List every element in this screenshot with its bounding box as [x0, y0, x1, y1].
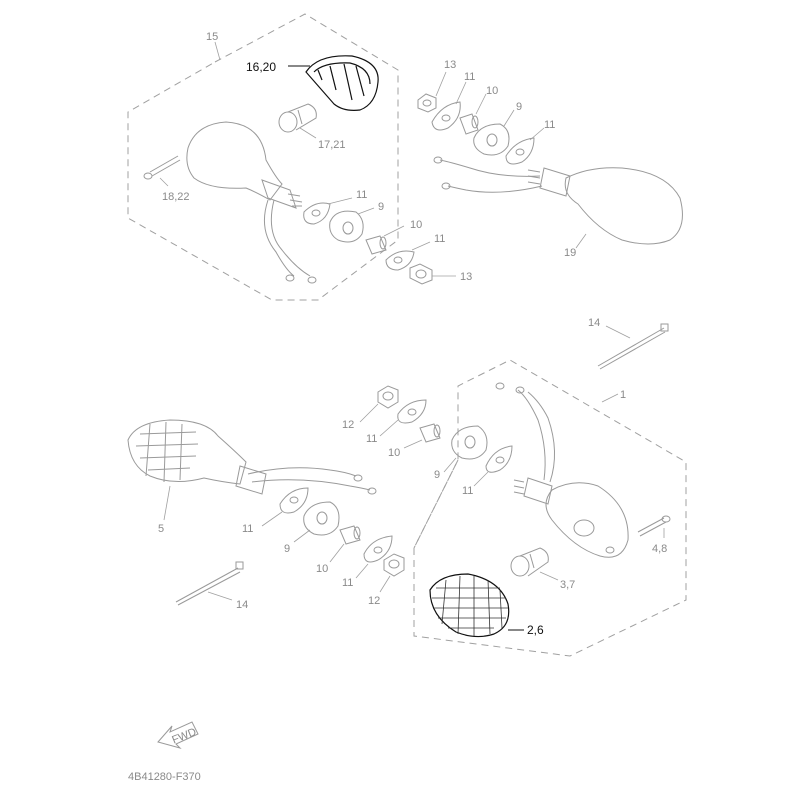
label-12-b: 12 [368, 595, 380, 607]
label-14-bottom: 14 [236, 599, 248, 611]
label-2-6: 2,6 [527, 623, 544, 637]
nut-13-top [417, 93, 437, 113]
label-9-mid: 9 [378, 201, 384, 213]
collar-10-top [459, 113, 479, 135]
label-11-top-b: 11 [544, 119, 555, 131]
label-10-top: 10 [486, 85, 498, 97]
fwd-text: FWD [170, 726, 198, 747]
washer-11-low-a [397, 399, 427, 424]
turn-signal-housing-top-left [186, 121, 317, 284]
washer-11-low-c [279, 487, 309, 514]
label-19: 19 [564, 247, 576, 259]
grommet-9-low-a [451, 425, 488, 460]
label-11-low-d: 11 [342, 577, 353, 589]
collar-10-low-b [339, 525, 361, 545]
washer-11-low-b [485, 445, 513, 473]
label-4-8: 4,8 [652, 543, 667, 555]
label-11-low-b: 11 [462, 485, 473, 497]
label-12-a: 12 [342, 419, 354, 431]
collar-10-mid [365, 235, 387, 255]
turn-signal-5 [127, 419, 377, 495]
bulb-3-7 [510, 547, 549, 577]
label-5: 5 [158, 523, 164, 535]
label-13-top: 13 [444, 59, 456, 71]
cable-tie-14-bottom [175, 561, 244, 606]
bulb-17-21 [278, 103, 317, 133]
label-3-7: 3,7 [560, 579, 575, 591]
label-9-low-b: 9 [284, 543, 290, 555]
cable-tie-14-top [597, 323, 669, 370]
label-9-top: 9 [516, 101, 522, 113]
lens-cover-16-20 [305, 55, 379, 111]
label-18-22: 18,22 [162, 191, 190, 203]
grommet-9-low-b [303, 501, 340, 536]
label-14-top: 14 [588, 317, 600, 329]
washer-11-top-a [431, 101, 461, 131]
collar-10-low-a [419, 423, 441, 443]
label-1: 1 [620, 389, 626, 401]
label-15: 15 [206, 31, 218, 43]
nut-12-a [377, 385, 399, 409]
label-11-low-c: 11 [242, 523, 253, 535]
assembly-15-boundary [127, 13, 399, 301]
label-10-low-b: 10 [316, 563, 328, 575]
label-11-mid-a: 11 [356, 189, 367, 201]
label-9-low-a: 9 [434, 469, 440, 481]
nut-12-b [383, 553, 405, 577]
screw-18-22 [143, 155, 181, 180]
nut-13-mid [409, 263, 433, 285]
washer-11-mid-a [303, 202, 331, 225]
label-10-mid: 10 [410, 219, 422, 231]
label-17-21: 17,21 [318, 139, 346, 151]
turn-signal-housing-19 [433, 156, 683, 245]
washer-11-top-b [505, 137, 535, 165]
washer-11-low-d [363, 535, 393, 563]
assembly-1-boundary [413, 359, 687, 657]
turn-signal-housing-1 [495, 382, 629, 558]
grommet-9-mid [329, 210, 364, 243]
lens-2-6 [429, 573, 510, 638]
screw-4-8 [637, 515, 671, 537]
diagram-code: 4B41280-F370 [128, 771, 201, 783]
label-11-top-a: 11 [464, 71, 475, 83]
fwd-arrow-icon: FWD [157, 721, 199, 749]
label-11-low-a: 11 [366, 433, 377, 445]
label-10-low-a: 10 [388, 447, 400, 459]
label-16-20: 16,20 [246, 60, 276, 74]
label-13-mid: 13 [460, 271, 472, 283]
label-11-mid-b: 11 [434, 233, 445, 245]
washer-11-mid-b [385, 250, 415, 271]
grommet-9-top [473, 123, 510, 156]
